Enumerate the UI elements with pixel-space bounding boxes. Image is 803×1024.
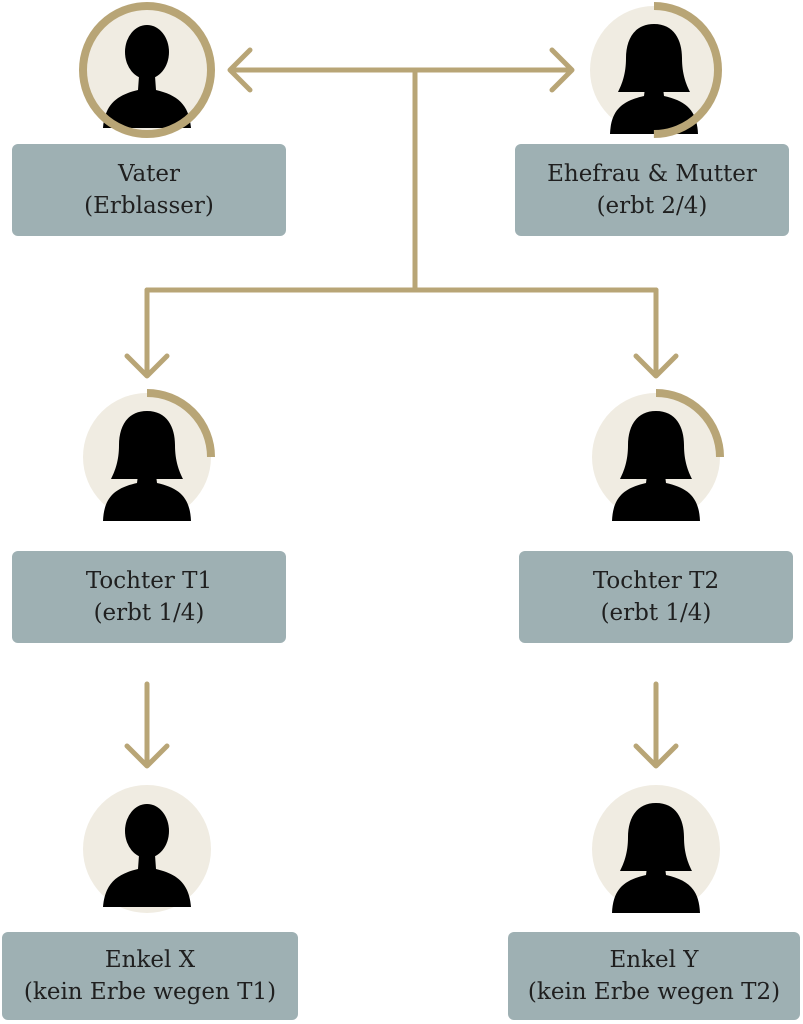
share-ring [79,2,215,138]
card-vater: Vater (Erblasser) [12,144,286,236]
share-ring [588,389,724,525]
avatar-x [77,779,217,919]
person-note: (kein Erbe wegen T1) [23,979,277,1005]
avatar-vater [77,0,217,140]
card-y: Enkel Y (kein Erbe wegen T2) [508,932,800,1020]
person-name: Ehefrau & Mutter [547,161,757,187]
arrow-to-x [124,743,170,769]
person-note: (erbt 1/4) [600,600,712,626]
arrow-to-y [633,743,679,769]
person-name: Tochter T1 [85,568,213,594]
female-silhouette-icon [610,24,698,134]
female-silhouette-icon [612,411,700,521]
person-note: (erbt 2/4) [596,193,708,219]
arrow-to-mutter [549,47,575,93]
share-ring [79,389,215,525]
arrow-to-t2 [633,353,679,379]
arrow-to-t1 [124,353,170,379]
person-name: Enkel X [104,947,196,973]
female-silhouette-icon [103,411,191,521]
card-mutter: Ehefrau & Mutter (erbt 2/4) [515,144,789,236]
person-name: Vater [117,161,181,187]
person-note: (kein Erbe wegen T2) [527,979,781,1005]
male-silhouette-icon [103,25,191,128]
card-x: Enkel X (kein Erbe wegen T1) [2,932,298,1020]
card-t2: Tochter T2 (erbt 1/4) [519,551,793,643]
avatar-mutter [584,0,724,140]
card-t1: Tochter T1 (erbt 1/4) [12,551,286,643]
female-silhouette-icon [612,803,700,913]
male-silhouette-icon [103,804,191,907]
person-note: (Erblasser) [84,193,214,219]
person-name: Enkel Y [609,947,699,973]
person-name: Tochter T2 [592,568,720,594]
avatar-t2 [586,387,726,527]
avatar-t1 [77,387,217,527]
arrow-to-vater [227,47,253,93]
avatar-y [586,779,726,919]
share-ring [586,2,722,138]
person-note: (erbt 1/4) [93,600,205,626]
